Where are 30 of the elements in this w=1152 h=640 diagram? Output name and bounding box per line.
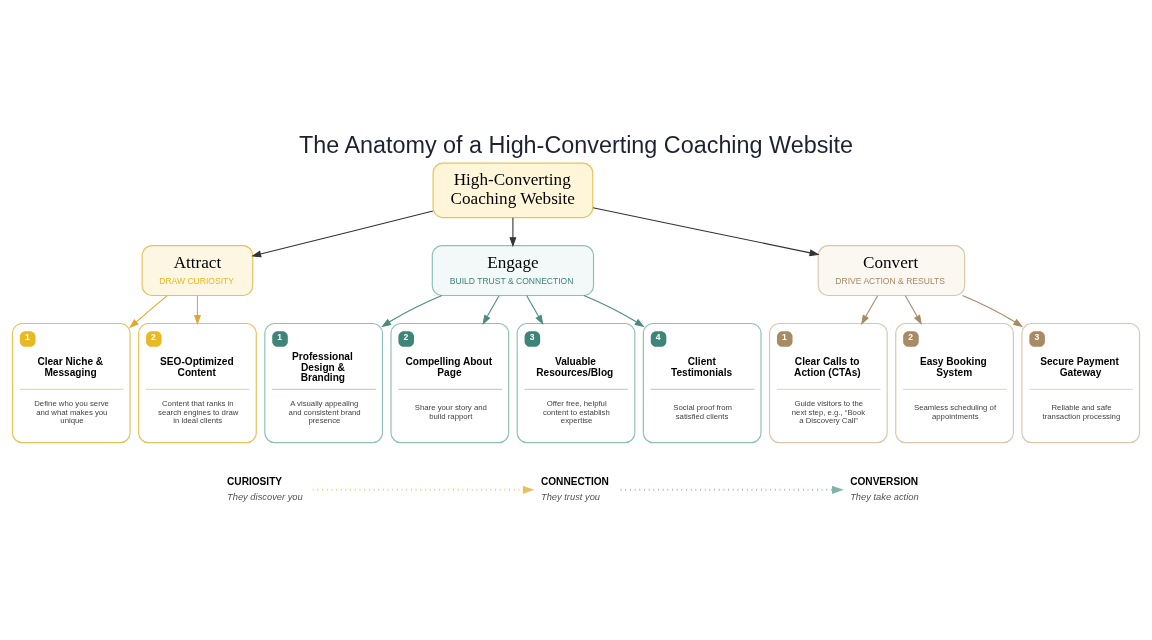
arrow <box>526 295 544 325</box>
arrow <box>193 295 201 326</box>
arrow <box>509 217 517 248</box>
node-box: 3 Valuable Resources/Blog Offer free, helpful content to establish expertise <box>516 322 636 444</box>
node-box: 1 Professional Design & Branding A visually appealing and consistent brand presence <box>264 322 384 444</box>
node-box: Convert DRIVE ACTION & RESULTS <box>817 245 966 297</box>
node-text: CONVERSION They take action <box>850 475 919 502</box>
node-box: High-Converting Coaching Website <box>432 162 594 219</box>
arrow <box>961 294 1024 328</box>
node-box: 2 Compelling About Page Share your story and build rapport <box>390 322 510 444</box>
arrow <box>129 295 168 329</box>
node-box: 3 Secure Payment Gateway Reliable and safe transaction processing <box>1021 322 1141 444</box>
node-box: 1 Clear Calls to Action (CTAs) Guide visitors to the next step, e.g., “Book a Discovery Call” <box>768 322 888 444</box>
node-text: CURIOSITY They discover you <box>227 475 303 502</box>
node-box: 2 Easy Booking System Seamless scheduling of appointments <box>895 322 1014 444</box>
arrow <box>592 207 820 257</box>
arrow <box>482 295 500 325</box>
arrow <box>861 295 879 325</box>
node-box: 2 SEO-Optimized Content Content that ranks in search engines to draw in ideal clients <box>138 322 257 444</box>
node-text: CONNECTION They trust you <box>540 475 609 502</box>
arrow <box>583 294 645 328</box>
diagram-title: The Anatomy of a High-Converting Coaching Website <box>299 131 853 158</box>
arrow <box>904 295 922 325</box>
arrow <box>311 485 535 494</box>
node-box: 1 Clear Niche & Messaging Define who you serve and what makes you unique <box>11 322 131 444</box>
arrow <box>251 210 434 258</box>
node-box: Engage BUILD TRUST & CONNECTION <box>431 245 595 297</box>
arrow <box>381 294 443 328</box>
node-box: 4 Client Testimonials Social proof from satisfied clients <box>642 322 762 444</box>
node-box: Attract DRAW CURIOSITY <box>141 245 254 297</box>
